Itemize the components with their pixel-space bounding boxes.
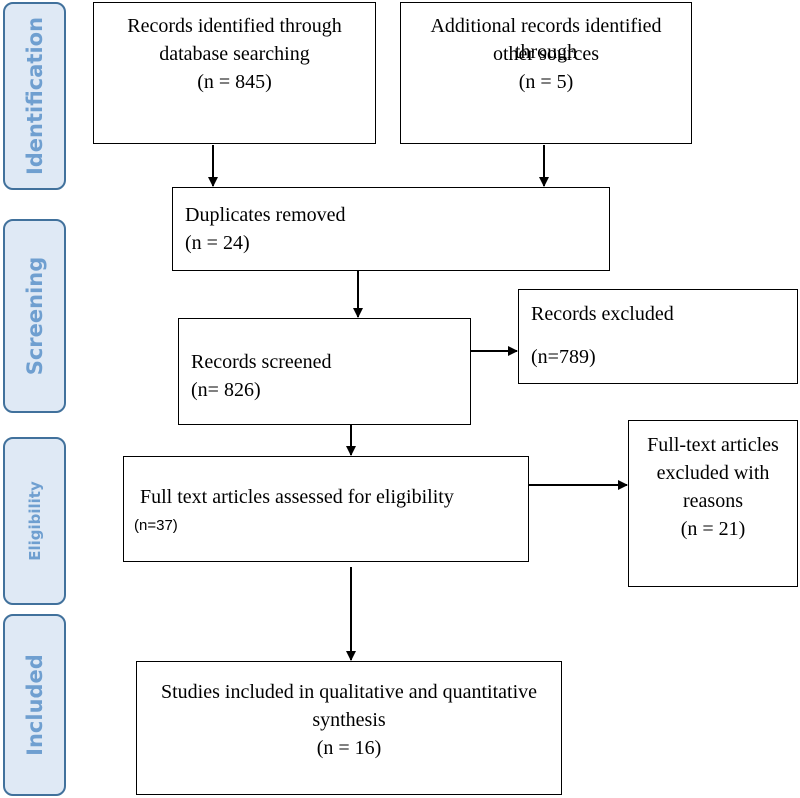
fulltext-excluded-line1: Full-text articles (647, 434, 779, 456)
stage-identification: Identification (3, 2, 66, 190)
duplicates-removed-box: Duplicates removed (n = 24) (172, 187, 610, 271)
records-excluded-count: (n=789) (531, 346, 596, 368)
fulltext-excluded-box: Full-text articles excluded with reasons… (628, 420, 798, 587)
fulltext-assessed-label: Full text articles assessed for eligibil… (140, 486, 454, 508)
stage-eligibility: Eligibility (3, 437, 66, 605)
database-records-box: Records identified through database sear… (93, 2, 376, 144)
other-sources-count: (n = 5) (518, 71, 574, 93)
records-screened-count: (n= 826) (191, 379, 261, 401)
records-screened-box: Records screened (n= 826) (178, 318, 471, 425)
other-sources-line2: other sources (492, 43, 600, 65)
fulltext-assessed-box: Full text articles assessed for eligibil… (123, 456, 529, 562)
studies-included-box: Studies included in qualitative and quan… (136, 661, 562, 795)
records-excluded-label: Records excluded (531, 303, 674, 325)
records-screened-label: Records screened (191, 351, 332, 373)
duplicates-removed-count: (n = 24) (185, 232, 250, 254)
fulltext-excluded-line3: reasons (683, 490, 743, 512)
records-excluded-box: Records excluded (n=789) (518, 289, 798, 384)
studies-included-line2: synthesis (312, 709, 386, 731)
fulltext-assessed-count: (n=37) (134, 517, 178, 534)
duplicates-removed-label: Duplicates removed (185, 204, 346, 226)
fulltext-excluded-count: (n = 21) (680, 518, 746, 540)
stage-screening: Screening (3, 219, 66, 413)
database-records-count: (n = 845) (197, 71, 272, 93)
studies-included-line1: Studies included in qualitative and quan… (160, 681, 538, 703)
other-sources-line1: Additional records identified through (430, 15, 662, 63)
other-sources-box: Additional records identified through ot… (400, 2, 692, 144)
database-records-line2: database searching (159, 43, 310, 65)
fulltext-excluded-line2: excluded with (656, 462, 770, 484)
stage-included: Included (3, 614, 66, 796)
studies-included-count: (n = 16) (316, 737, 382, 759)
database-records-line1: Records identified through (127, 15, 342, 37)
